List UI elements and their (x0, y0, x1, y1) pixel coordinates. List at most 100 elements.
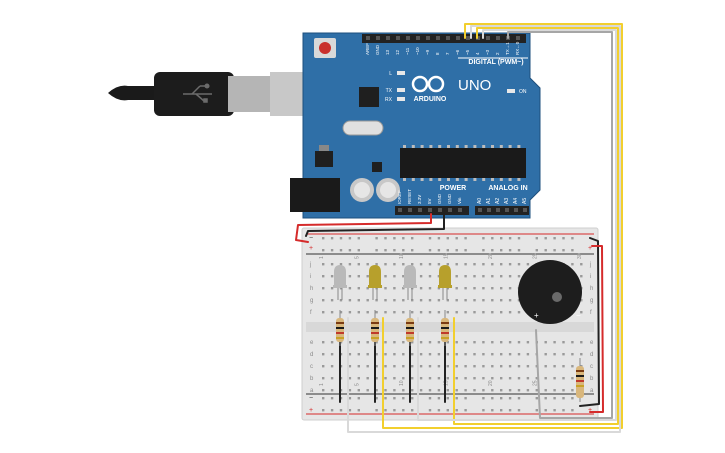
resistor-3[interactable] (406, 310, 414, 346)
digital-pin-12[interactable] (486, 36, 490, 40)
led-tx-indicator: TX (386, 88, 405, 94)
resistor-1[interactable] (336, 310, 344, 346)
analog-pin-label: A0 (477, 198, 483, 204)
digital-pin-7[interactable] (436, 36, 440, 40)
resistor-4[interactable] (441, 310, 449, 346)
digital-pin-5[interactable] (416, 36, 420, 40)
digital-pin-10[interactable] (466, 36, 470, 40)
digital-pin-2[interactable] (386, 36, 390, 40)
wire-yellow-1[interactable] (382, 23, 623, 429)
digital-pin-0[interactable] (366, 36, 370, 40)
piezo-buzzer[interactable]: + − (518, 260, 582, 324)
digital-pin-label: ~5 (465, 49, 470, 55)
digital-pin-8[interactable] (446, 36, 450, 40)
svg-text:RX: RX (385, 97, 393, 103)
row-letter: h (310, 286, 313, 292)
led-1[interactable] (333, 265, 347, 300)
column-number: 10 (399, 253, 405, 259)
small-chip (372, 162, 382, 172)
digital-header-label: DIGITAL (PWM~) (468, 59, 523, 66)
row-letter: f (310, 310, 312, 316)
row-letter: b (310, 376, 314, 382)
led-l-indicator: L (389, 71, 405, 77)
rail-plus-top-right: + (588, 245, 592, 252)
capacitor-2 (376, 178, 400, 202)
usb-chip (359, 87, 379, 107)
row-letter: j (589, 262, 591, 268)
led-4[interactable] (438, 265, 452, 300)
digital-pin-1[interactable] (376, 36, 380, 40)
usb-icon (183, 83, 212, 103)
crystal (342, 120, 384, 136)
column-number: 1 (319, 383, 325, 386)
capacitor-1 (350, 178, 374, 202)
usb-cable[interactable] (108, 72, 310, 116)
wire-white-2[interactable] (417, 29, 617, 421)
column-number: 10 (399, 380, 405, 386)
digital-pin-label: ~10 (415, 47, 420, 55)
arduino-brand: ARDUINO (414, 96, 447, 103)
arduino-logo-icon (411, 75, 445, 93)
dc-power-jack[interactable] (290, 178, 340, 212)
digital-pin-4[interactable] (406, 36, 410, 40)
row-letter: j (309, 262, 311, 268)
digital-pin-15[interactable] (516, 36, 520, 40)
digital-pin-3[interactable] (396, 36, 400, 40)
wire-white-1[interactable] (347, 25, 621, 433)
column-number: 25 (533, 253, 539, 259)
digital-pin-label: GND (375, 44, 380, 55)
wire-red-rail[interactable] (589, 245, 604, 413)
arduino-model: UNO (458, 77, 491, 94)
power-pin-label: Vin (457, 197, 462, 204)
analog-header[interactable] (475, 206, 529, 215)
digital-pin-label: 13 (385, 49, 390, 55)
digital-header[interactable] (362, 34, 526, 43)
resistor-5[interactable] (576, 358, 584, 402)
column-number: 5 (355, 383, 361, 386)
digital-pin-13[interactable] (496, 36, 500, 40)
svg-text:ON: ON (519, 89, 527, 95)
reset-button[interactable] (314, 38, 336, 58)
analog-pin-label: A3 (504, 198, 510, 204)
analog-pin-label: A2 (495, 198, 501, 204)
column-number: 20 (488, 380, 494, 386)
wire-red-5v[interactable] (295, 213, 432, 243)
wire-black-gnd[interactable] (305, 213, 445, 237)
atmega-chip (400, 148, 526, 178)
row-letter: i (590, 274, 591, 280)
digital-pin-6[interactable] (426, 36, 430, 40)
row-letter: e (590, 340, 594, 346)
column-number: 5 (355, 256, 361, 259)
rail-minus-bottom-left: − (309, 395, 313, 402)
wire-yellow-2[interactable] (453, 27, 619, 425)
wires[interactable] (295, 23, 623, 433)
row-letter: c (310, 364, 313, 370)
row-letter: e (310, 340, 314, 346)
digital-pin-label: ~9 (425, 49, 430, 55)
buzzer-minus-label: − (576, 311, 581, 320)
resistor-2[interactable] (371, 310, 379, 346)
row-letter: a (310, 388, 314, 394)
digital-pin-9[interactable] (456, 36, 460, 40)
column-number: 20 (488, 253, 494, 259)
power-pin-label: IOREF (397, 190, 402, 204)
digital-pin-label: AREF (365, 43, 370, 55)
power-pin-label: 3.3V (417, 195, 422, 204)
digital-pin-label: 4 (475, 52, 480, 55)
rail-plus-bottom-left: + (309, 407, 313, 414)
led-2[interactable] (368, 265, 382, 300)
wire-black-rail[interactable] (579, 237, 600, 407)
wire-gray-buzzer[interactable] (507, 31, 613, 419)
analog-pin-label: A1 (486, 198, 492, 204)
rail-minus-top-left: − (309, 235, 313, 242)
row-letter: a (590, 388, 594, 394)
column-number: 1 (319, 256, 325, 259)
analog-pin-label: A4 (513, 198, 519, 204)
digital-pin-label: ~11 (405, 47, 410, 55)
led-3[interactable] (403, 265, 417, 300)
column-number: 15 (444, 380, 450, 386)
power-pin-label: GND (437, 193, 442, 204)
